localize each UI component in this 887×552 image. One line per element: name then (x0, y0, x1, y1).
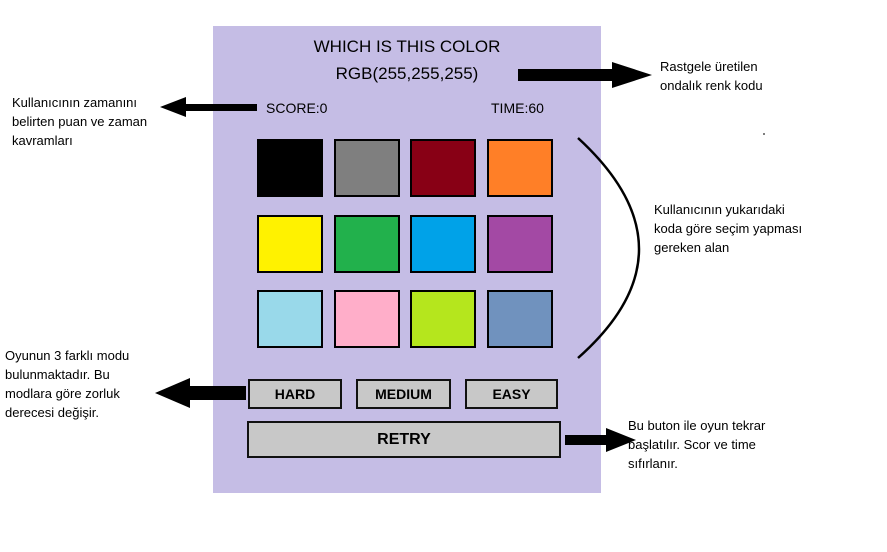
hard-mode-button[interactable]: HARD (248, 379, 342, 409)
note-line: derecesi değişir. (5, 405, 99, 420)
color-swatch[interactable] (334, 215, 400, 273)
note-line: Oyunun 3 farklı modu (5, 348, 130, 363)
note-line: modlara göre zorluk (5, 386, 120, 401)
color-swatch[interactable] (487, 215, 553, 273)
note-modes: Oyunun 3 farklı modu bulunmaktadır. Bu m… (5, 346, 129, 422)
score-label: SCORE:0 (266, 100, 328, 116)
color-swatch[interactable] (257, 139, 323, 197)
retry-button[interactable]: RETRY (247, 421, 561, 458)
note-line: kavramları (12, 133, 73, 148)
color-swatch[interactable] (487, 290, 553, 348)
stray-dot (763, 133, 765, 135)
note-retry: Bu buton ile oyun tekrar başlatılır. Sco… (628, 416, 765, 473)
note-line: bulunmaktadır. Bu (5, 367, 110, 382)
color-swatch[interactable] (410, 290, 476, 348)
note-line: Kullanıcının yukarıdaki (654, 202, 785, 217)
color-swatch[interactable] (257, 290, 323, 348)
note-rgb: Rastgele üretilen ondalık renk kodu (660, 57, 763, 95)
game-title: WHICH IS THIS COLOR (313, 37, 501, 56)
rgb-code: RGB(255,255,255) (335, 64, 479, 83)
arrow-left-icon (155, 378, 246, 408)
note-line: belirten puan ve zaman (12, 114, 148, 129)
color-swatch[interactable] (334, 290, 400, 348)
note-line: başlatılır. Scor ve time (628, 437, 756, 452)
color-swatch[interactable] (410, 215, 476, 273)
note-line: Rastgele üretilen (660, 59, 758, 74)
arrow-right-icon (518, 62, 652, 88)
color-swatch[interactable] (334, 139, 400, 197)
note-line: Kullanıcının zamanını (12, 95, 138, 110)
note-line: sıfırlanır. (628, 456, 678, 471)
arrow-left-icon (160, 97, 257, 117)
note-line: gereken alan (654, 240, 730, 255)
note-line: ondalık renk kodu (660, 78, 763, 93)
note-line: koda göre seçim yapması (654, 221, 803, 236)
arrow-right-icon (565, 428, 636, 452)
color-swatch[interactable] (410, 139, 476, 197)
bracket-curve (577, 137, 641, 359)
color-swatch[interactable] (257, 215, 323, 273)
time-label: TIME:60 (491, 100, 544, 116)
note-score-time: Kullanıcının zamanını belirten puan ve z… (12, 93, 147, 150)
note-line: Bu buton ile oyun tekrar (628, 418, 766, 433)
color-swatch[interactable] (487, 139, 553, 197)
note-grid: Kullanıcının yukarıdaki koda göre seçim … (654, 200, 802, 257)
medium-mode-button[interactable]: MEDIUM (356, 379, 451, 409)
easy-mode-button[interactable]: EASY (465, 379, 558, 409)
